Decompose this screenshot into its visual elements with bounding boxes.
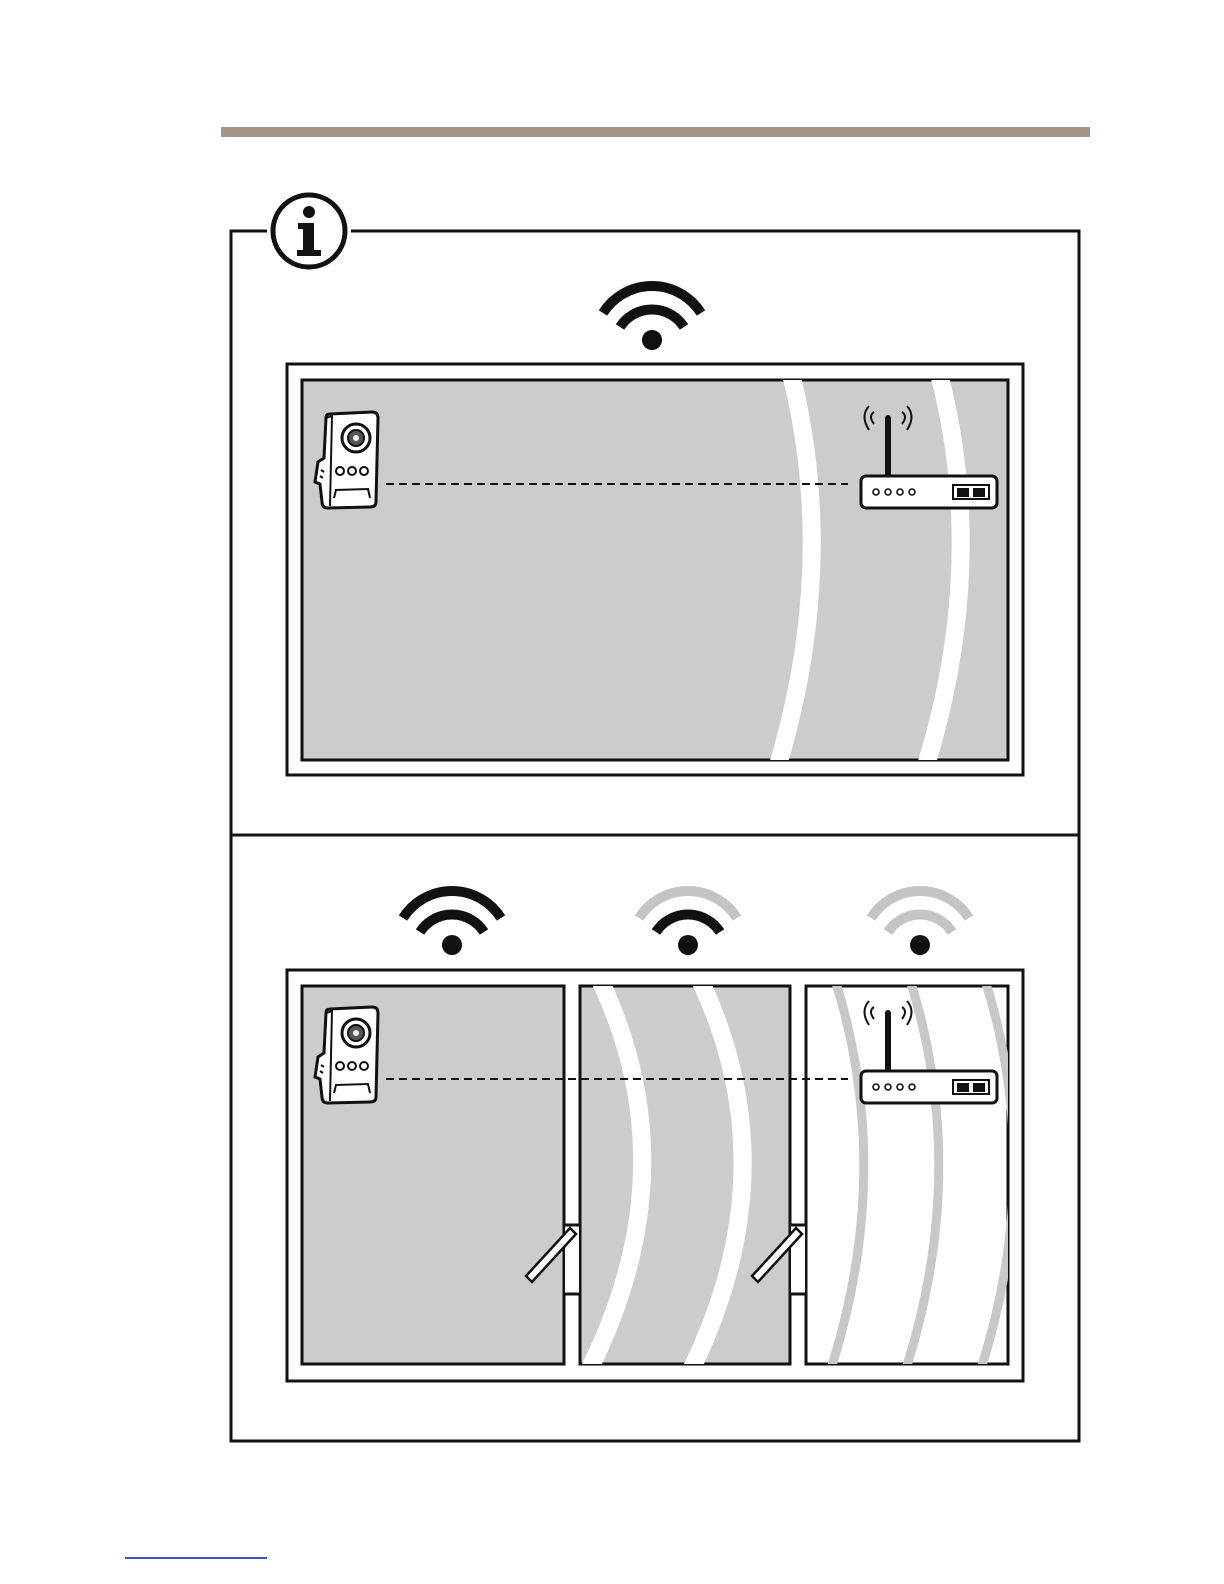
wifi-signal-icon bbox=[639, 891, 737, 955]
wifi-signal-icon bbox=[871, 891, 969, 955]
wifi-signal-icon bbox=[603, 286, 701, 350]
room-middle bbox=[580, 980, 790, 1372]
wifi-signal-icon bbox=[403, 891, 501, 955]
info-icon bbox=[267, 189, 351, 273]
network-camera-icon bbox=[315, 412, 378, 508]
room-open-space bbox=[287, 364, 1023, 775]
room-router bbox=[806, 980, 1014, 1372]
network-camera-icon bbox=[315, 1007, 378, 1103]
